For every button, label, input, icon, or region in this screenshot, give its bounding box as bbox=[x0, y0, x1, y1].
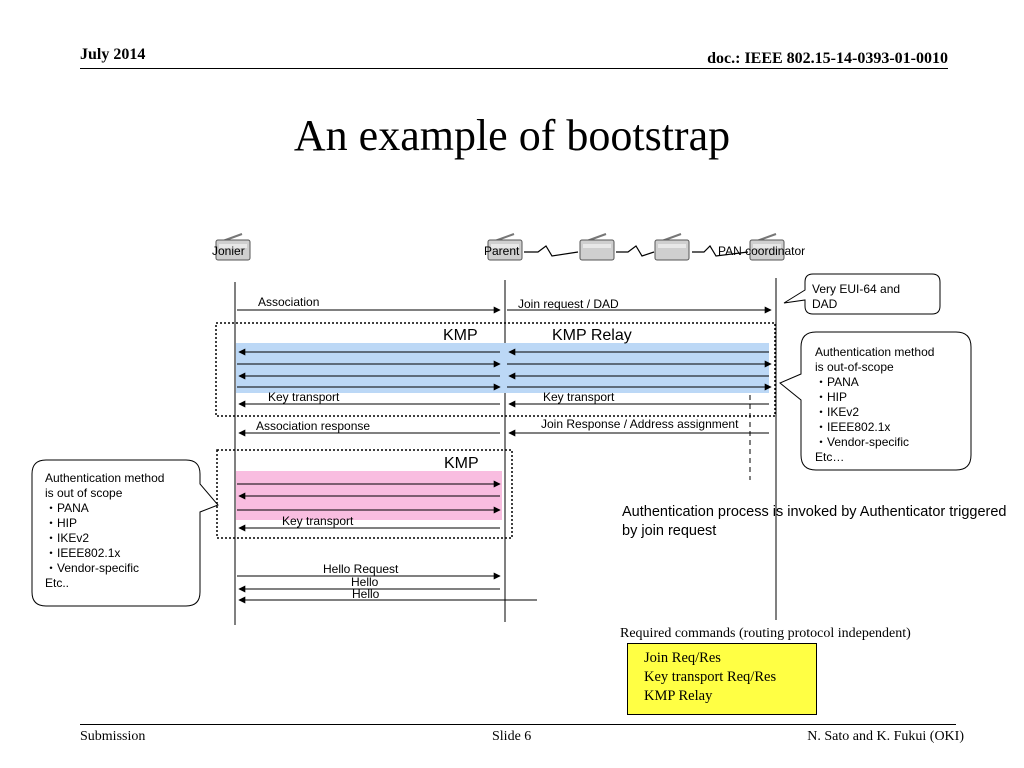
join-request-label: Join request / DAD bbox=[518, 297, 619, 311]
eui-callout bbox=[783, 273, 941, 315]
join-response-label: Join Response / Address assignment bbox=[541, 417, 739, 431]
hello-request-label: Hello Request bbox=[323, 562, 399, 576]
kmp-lower-label: KMP bbox=[444, 455, 479, 472]
kmp-relay-label: KMP Relay bbox=[552, 327, 632, 344]
footer-slide-number: Slide 6 bbox=[492, 729, 532, 744]
key-transport-left-label: Key transport bbox=[268, 390, 340, 404]
kmp-band bbox=[236, 343, 769, 393]
joiner-label: Jonier bbox=[212, 244, 245, 258]
coordinator-label: PAN coordinator bbox=[718, 244, 805, 258]
kmp-lower-region bbox=[216, 449, 513, 539]
association-label: Association bbox=[258, 295, 319, 309]
auth-right-callout bbox=[779, 331, 972, 471]
router-device-icon bbox=[654, 233, 690, 261]
header-date: July 2014 bbox=[80, 46, 146, 63]
association-response-label: Association response bbox=[256, 419, 370, 433]
eui-callout-text: Very EUI-64 and DAD bbox=[812, 282, 903, 311]
auth-left-callout bbox=[31, 459, 219, 607]
header-doc-id: doc.: IEEE 802.15-14-0393-01-0010 bbox=[707, 50, 948, 67]
required-command-item: Join Req/Res bbox=[644, 650, 721, 666]
hello-label: Hello bbox=[352, 587, 380, 601]
footer-divider bbox=[80, 724, 956, 725]
required-commands-box: Join Req/Res Key transport Req/Res KMP R… bbox=[627, 643, 817, 715]
slide-title: An example of bootstrap bbox=[293, 111, 731, 160]
required-commands-title: Required commands (routing protocol inde… bbox=[620, 626, 911, 641]
kmp-label: KMP bbox=[443, 327, 478, 344]
parent-label: Parent bbox=[484, 244, 520, 258]
auth-right-callout-text: Authentication method is out-of-scope ・P… bbox=[815, 345, 938, 464]
footer-authors: N. Sato and K. Fukui (OKI) bbox=[807, 729, 964, 744]
wireless-link-icon bbox=[524, 245, 749, 257]
required-command-item: Key transport Req/Res bbox=[644, 669, 777, 685]
router-device-icon bbox=[579, 233, 615, 261]
header-divider bbox=[80, 68, 948, 69]
kmp-relay-region bbox=[215, 322, 776, 417]
authentication-note: Authentication process is invoked by Aut… bbox=[622, 504, 1007, 539]
required-command-item: KMP Relay bbox=[644, 688, 713, 704]
auth-left-callout-text: Authentication method is out of scope ・P… bbox=[45, 471, 168, 590]
hello-label: Hello bbox=[351, 575, 379, 589]
key-transport-right-label: Key transport bbox=[543, 390, 615, 404]
footer-submission: Submission bbox=[80, 729, 146, 744]
key-transport-lower-label: Key transport bbox=[282, 514, 354, 528]
